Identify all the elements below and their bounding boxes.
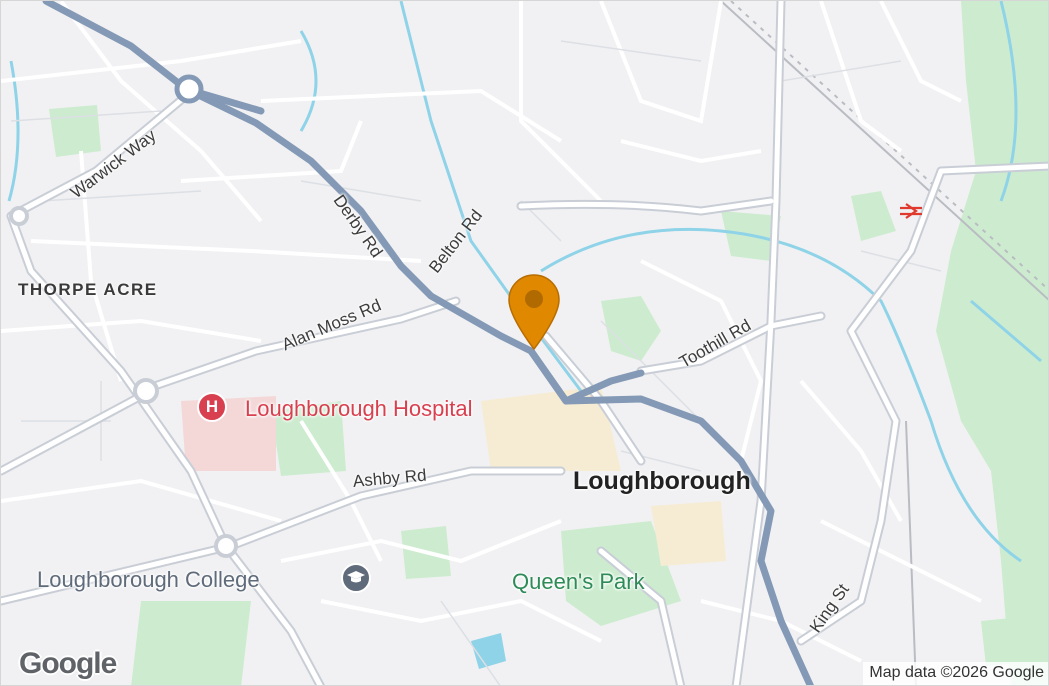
park-label-queens-park: Queen's Park (512, 569, 645, 594)
place-label-loughborough: Loughborough (573, 467, 751, 495)
roundabouts (174, 74, 204, 104)
poi-label-loughborough-college[interactable]: Loughborough College (37, 567, 260, 592)
poi-label-loughborough-hospital[interactable]: Loughborough Hospital (245, 396, 473, 421)
google-logo: Google (19, 647, 117, 680)
hospital-icon[interactable]: H (197, 392, 227, 422)
graduation-cap-icon[interactable] (341, 563, 371, 593)
national-rail-icon[interactable] (900, 202, 922, 225)
place-label-thorpe-acre: THORPE ACRE (18, 280, 158, 299)
map-attribution[interactable]: Map data ©2026 Google (863, 662, 1048, 685)
location-pin-icon[interactable] (507, 273, 561, 356)
